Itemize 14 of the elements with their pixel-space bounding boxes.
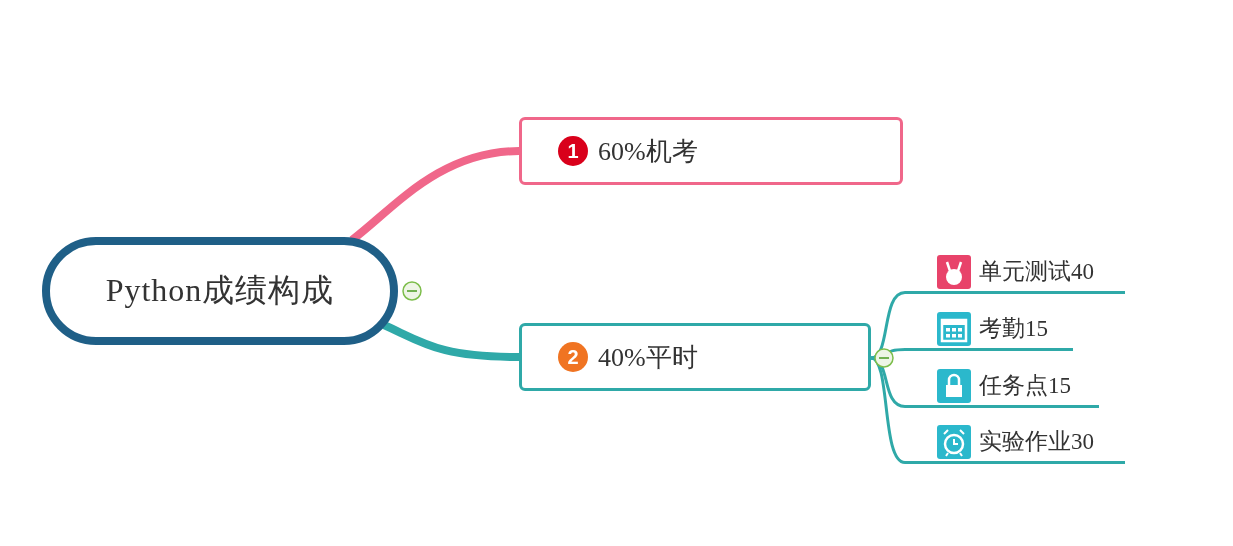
branch-line [382,321,520,361]
subtopic-label: 考勤15 [979,315,1048,343]
branch-label: 60%机考 [598,135,698,168]
priority-badge: 2 [558,342,588,372]
subtopic-label: 实验作业30 [979,428,1094,456]
branch-box [519,323,871,391]
priority-badge: 1 [558,136,588,166]
subtopic-label: 任务点15 [979,372,1071,400]
subtopic-label: 单元测试40 [979,258,1094,286]
branch-line [870,356,906,464]
branch-label: 40%平时 [598,341,698,374]
branch-line [870,348,906,360]
branch-box [519,117,903,185]
topic-box: Python成绩构成 [42,237,398,345]
